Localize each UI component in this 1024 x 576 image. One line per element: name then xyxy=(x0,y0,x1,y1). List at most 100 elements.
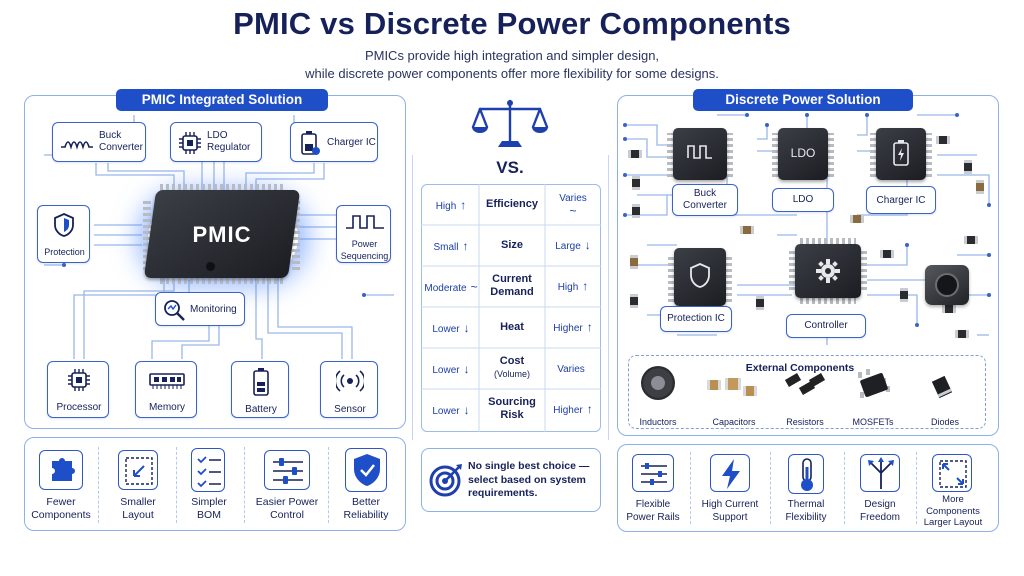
discrete-benefits-divider-2 xyxy=(770,452,771,524)
pmic-benefits-divider-3 xyxy=(244,447,245,523)
comparison-metric-label: Current Demand xyxy=(490,273,534,298)
smd-part xyxy=(964,160,972,174)
protection-block: Protection xyxy=(37,205,90,263)
smd-part xyxy=(630,294,638,308)
pmic-chip-label: PMIC xyxy=(192,222,252,247)
comparison-left-direction-icon: ↑ xyxy=(462,239,469,253)
sensor-wave-icon xyxy=(336,370,364,392)
gear-icon xyxy=(816,259,840,283)
comparison-metric: Efficiency xyxy=(481,198,543,211)
pmic-benefits-divider-2 xyxy=(176,447,177,523)
comparison-left-value: Lower↓ xyxy=(423,362,479,376)
puzzle-icon xyxy=(39,450,83,490)
comparison-right-text: Varies xyxy=(557,364,585,375)
buck-converter-block: Buck Converter xyxy=(52,122,146,162)
expand-arrows-icon xyxy=(932,454,972,492)
protection-label: Protection xyxy=(44,247,85,257)
pmic-chip-pins-left xyxy=(143,198,151,270)
comparison-metric: Size xyxy=(481,239,543,252)
charger-ic-label-box xyxy=(866,186,936,214)
external-mosfets-label: MOSFETs xyxy=(852,417,894,427)
discrete-benefits-divider xyxy=(690,452,691,524)
discrete-benefits-divider-3 xyxy=(844,452,845,524)
lightning-icon xyxy=(710,454,750,492)
buck-converter-label: Buck Converter xyxy=(683,188,727,211)
center-left-rule xyxy=(412,155,413,440)
comparison-right-direction-icon: ↑ xyxy=(586,402,593,416)
discrete-benefits-divider-4 xyxy=(916,452,917,524)
smd-part xyxy=(628,150,642,158)
comparison-left-direction-icon: ↓ xyxy=(463,403,470,417)
monitoring-block: Monitoring xyxy=(155,292,245,326)
power-inductor-core xyxy=(935,273,959,297)
sliders-icon xyxy=(264,450,310,490)
comparison-metric-label: Sourcing Risk xyxy=(488,396,536,421)
smd-part xyxy=(740,226,754,234)
battery-block: Battery xyxy=(231,361,289,418)
power-sequencing-label: Power Sequencing xyxy=(340,239,389,261)
comparison-metric-label: Size xyxy=(500,239,523,251)
page-title: PMIC vs Discrete Power Components xyxy=(233,6,791,41)
ldo-chip-marking: LDO xyxy=(790,146,816,160)
ldo-chip xyxy=(778,128,828,180)
comparison-metric-label: Cost xyxy=(499,355,525,367)
memory-label: Memory xyxy=(148,402,186,413)
comparison-right-direction-icon: ↓ xyxy=(584,238,591,252)
thermometer-icon xyxy=(788,454,824,494)
controller-label-box xyxy=(786,314,866,338)
benefit-thermal-flexibility: Thermal Flexibility xyxy=(785,499,827,523)
controller-label: Controller xyxy=(804,320,848,331)
benefit-more-components-larger-layout: More Components Larger Layout xyxy=(923,494,983,528)
magnifier-icon xyxy=(164,300,185,321)
buck-converter-label: Buck Converter xyxy=(99,130,143,153)
pulse-waveform-icon xyxy=(346,215,384,229)
protection-ic-label: Protection IC xyxy=(667,313,725,324)
chip-icon xyxy=(179,132,201,154)
comparison-right-text: Varies xyxy=(559,193,587,204)
power-sequencing-block: Power Sequencing xyxy=(336,205,391,263)
external-diodes-label: Diodes xyxy=(930,417,959,427)
pmic-chip-pins-top xyxy=(160,184,284,192)
comparison-note-text: No single best choice — select based on … xyxy=(468,460,590,499)
sensor-label: Sensor xyxy=(334,404,366,415)
charger-battery-icon xyxy=(893,140,909,166)
comparison-left-value: Moderate~ xyxy=(423,280,479,294)
comparison-left-direction-icon: ~ xyxy=(470,280,478,294)
protection-ic-label-box xyxy=(660,306,732,332)
ldo-regulator-block: LDO Regulator xyxy=(170,122,262,162)
comparison-left-value: Small↑ xyxy=(423,239,479,253)
scale-icon xyxy=(471,99,549,147)
smd-part xyxy=(900,288,908,302)
capacitor-icon xyxy=(707,378,757,396)
comparison-right-text: Large xyxy=(555,241,581,252)
comparison-note-box xyxy=(421,448,601,512)
pmic-heading: PMIC Integrated Solution xyxy=(116,89,328,111)
comparison-right-text: Higher xyxy=(553,405,583,416)
comparison-right-direction-icon: ~ xyxy=(569,204,577,218)
comparison-left-text: Lower xyxy=(432,406,460,417)
protection-shield-icon xyxy=(690,263,710,288)
comparison-metric: Cost(Volume) xyxy=(481,355,543,381)
external-components-heading: External Components xyxy=(745,362,855,374)
rails-sliders-icon xyxy=(632,454,674,492)
smd-part xyxy=(880,250,894,258)
battery-label: Battery xyxy=(245,404,277,415)
comparison-right-direction-icon: ↑ xyxy=(582,279,589,293)
processor-icon xyxy=(68,369,90,391)
benefit-design-freedom: Design Freedom xyxy=(859,499,900,523)
vs-label: VS. xyxy=(496,158,524,177)
comparison-right-value: Varies xyxy=(547,362,599,376)
smd-part xyxy=(632,176,640,190)
comparison-left-direction-icon: ↓ xyxy=(463,321,470,335)
ldo-regulator-label: LDO Regulator xyxy=(207,130,251,153)
smd-part xyxy=(936,136,950,144)
comparison-right-value: Higher↑ xyxy=(547,403,599,417)
comparison-metric: Current Demand xyxy=(481,273,543,299)
comparison-left-value: High↑ xyxy=(423,198,479,212)
comparison-right-value: Higher↑ xyxy=(547,321,599,335)
comparison-grid xyxy=(421,184,601,432)
comparison-right-direction-icon: ↑ xyxy=(586,320,593,334)
processor-label: Processor xyxy=(56,402,102,413)
comparison-right-text: High xyxy=(557,282,579,293)
buck-converter-label-box xyxy=(672,184,738,216)
